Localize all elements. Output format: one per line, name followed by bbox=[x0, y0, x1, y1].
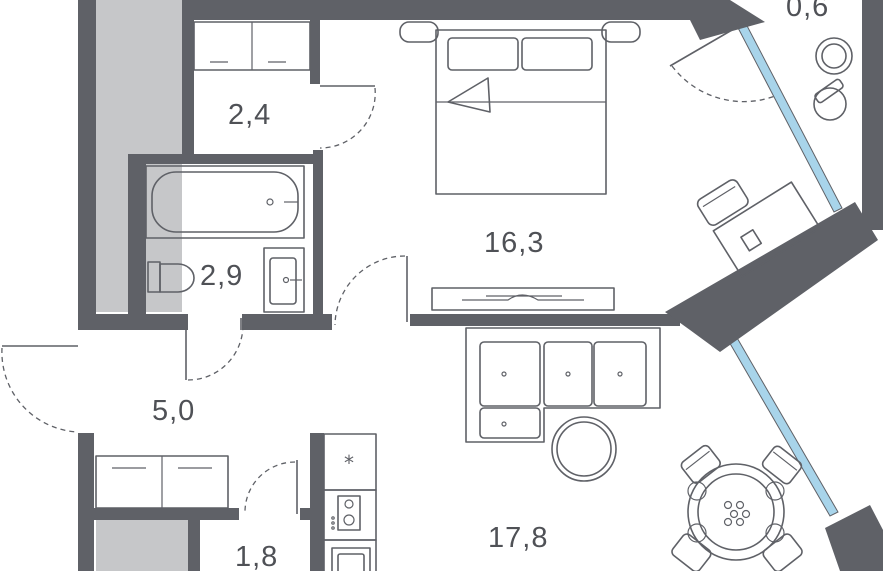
desk-icon bbox=[696, 179, 821, 278]
balcony-furniture bbox=[813, 37, 853, 121]
walls bbox=[78, 0, 883, 571]
dining-table-icon bbox=[671, 444, 803, 571]
sink-icon bbox=[263, 247, 305, 313]
door-swings bbox=[1, 29, 776, 514]
sofa-icon bbox=[465, 327, 661, 443]
area-label-bedroom: 16,3 bbox=[484, 227, 544, 259]
area-label-storage-closet: 2,4 bbox=[228, 99, 271, 131]
area-label-living-kitchen: 17,8 bbox=[488, 522, 548, 554]
bathtub-icon bbox=[145, 165, 305, 239]
area-label-balcony: 0,6 bbox=[786, 0, 829, 23]
double-bed-icon bbox=[399, 21, 641, 195]
window-living bbox=[727, 335, 839, 517]
coffee-table-icon bbox=[551, 416, 617, 482]
asterisk-icon: * bbox=[344, 451, 354, 475]
tv-unit bbox=[431, 287, 615, 311]
area-label-bathroom: 2,9 bbox=[200, 260, 243, 292]
area-label-wardrobe: 1,8 bbox=[235, 541, 278, 571]
area-label-hallway: 5,0 bbox=[152, 395, 195, 427]
utility-shaft-lower bbox=[96, 517, 188, 571]
storage-shelves bbox=[193, 21, 311, 71]
toilet-icon bbox=[147, 261, 195, 293]
wardrobe-shelves bbox=[95, 455, 229, 509]
kitchen-units bbox=[323, 433, 377, 571]
